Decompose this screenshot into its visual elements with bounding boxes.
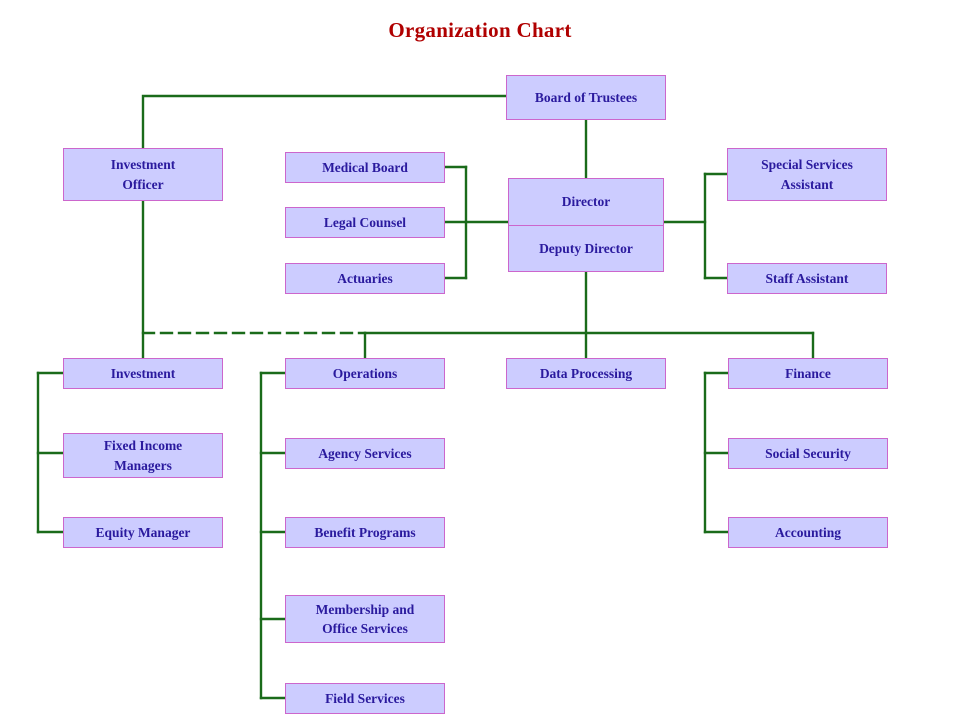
node-benefit-programs[interactable]: Benefit Programs — [285, 517, 445, 548]
node-investment-officer[interactable]: Investment Officer — [63, 148, 223, 201]
page-title: Organization Chart — [388, 18, 572, 42]
node-label: Data Processing — [539, 365, 633, 381]
node-label: Board of Trustees — [534, 89, 638, 105]
node-membership-office-services[interactable]: Membership and Office Services — [285, 595, 445, 643]
node-finance[interactable]: Finance — [728, 358, 888, 389]
node-label-line1: Fixed Income — [103, 438, 183, 453]
node-actuaries[interactable]: Actuaries — [285, 263, 445, 294]
node-label-line2: Officer — [122, 176, 164, 192]
node-label: Staff Assistant — [765, 270, 849, 286]
node-data-processing[interactable]: Data Processing — [506, 358, 666, 389]
node-label: Benefit Programs — [314, 524, 416, 540]
node-fixed-income-managers[interactable]: Fixed Income Managers — [63, 433, 223, 478]
node-label-line1: Membership and — [315, 601, 415, 617]
node-label: Field Services — [325, 690, 405, 706]
node-investment[interactable]: Investment — [63, 358, 223, 389]
node-medical-board[interactable]: Medical Board — [285, 152, 445, 183]
node-label: Operations — [332, 365, 398, 381]
node-label-line1: Investment — [110, 157, 176, 172]
node-label: Medical Board — [322, 159, 408, 175]
node-label: Accounting — [774, 524, 841, 540]
node-label-line2: Assistant — [780, 176, 834, 192]
node-agency-services[interactable]: Agency Services — [285, 438, 445, 469]
node-label: Social Security — [765, 445, 851, 461]
node-label: Finance — [785, 365, 831, 381]
node-label: Investment — [110, 365, 176, 381]
connector-board-to-investment-officer — [141, 94, 508, 150]
node-label-line2: Managers — [114, 457, 172, 473]
node-accounting[interactable]: Accounting — [728, 517, 888, 548]
node-label-deputy-director: Deputy Director — [539, 240, 633, 256]
node-special-services-assistant[interactable]: Special Services Assistant — [727, 148, 887, 201]
node-label: Agency Services — [318, 445, 412, 461]
node-label-line1: Special Services — [761, 157, 853, 172]
node-label: Equity Manager — [95, 524, 191, 540]
node-label-director: Director — [509, 179, 663, 226]
node-legal-counsel[interactable]: Legal Counsel — [285, 207, 445, 238]
node-director[interactable]: Director Deputy Director — [508, 178, 664, 272]
node-label: Actuaries — [337, 270, 393, 286]
node-label-line2: Office Services — [322, 621, 408, 636]
node-equity-manager[interactable]: Equity Manager — [63, 517, 223, 548]
node-operations[interactable]: Operations — [285, 358, 445, 389]
node-label: Legal Counsel — [323, 214, 407, 230]
node-staff-assistant[interactable]: Staff Assistant — [727, 263, 887, 294]
node-board-of-trustees[interactable]: Board of Trustees — [506, 75, 666, 120]
node-field-services[interactable]: Field Services — [285, 683, 445, 714]
node-social-security[interactable]: Social Security — [728, 438, 888, 469]
